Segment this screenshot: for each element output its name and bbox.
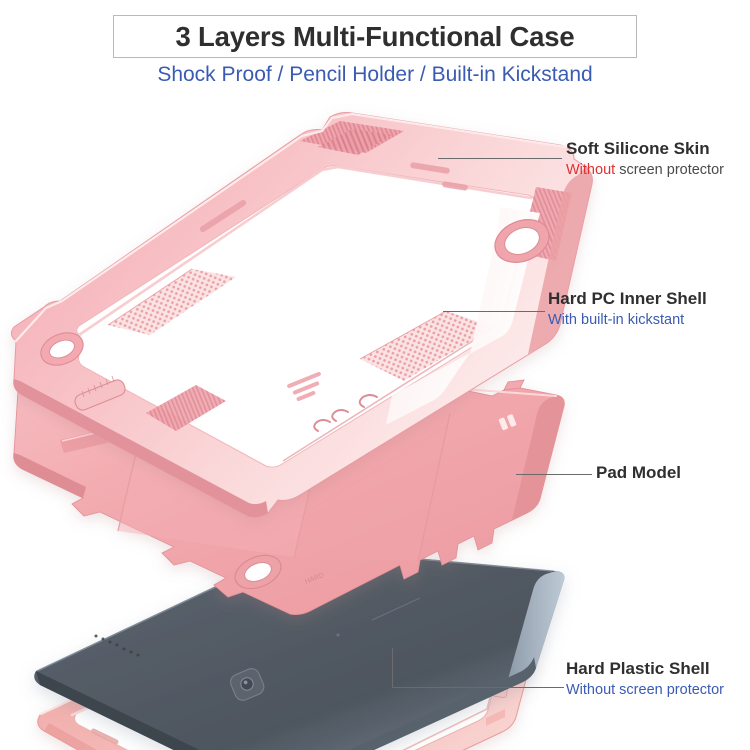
corner-cutout [40,332,84,366]
title-box: 3 Layers Multi-Functional Case [113,15,637,58]
camera-cutout [494,219,550,263]
port-cutouts [74,375,126,411]
callout-title-hard-pc-inner-shell: Hard PC Inner Shell [548,289,707,308]
rib-detail [287,372,321,401]
pencil-hole [234,554,282,590]
callout-subtitle-hard-pc-inner-shell: With built-in kickstant [548,312,685,329]
callout-pad-model: Pad Model [596,462,681,483]
leader-line-plastic-horizontal [392,687,564,689]
callout-subtitle-highlight: Without [566,162,616,179]
callout-title-soft-silicone-skin: Soft Silicone Skin [566,139,710,158]
layer-soft-silicone-skin [10,112,593,518]
callout-hard-plastic-shell: Hard Plastic Shell Without screen protec… [566,658,724,700]
leader-line-pc-shell [443,311,545,313]
grip-texture-upper-left [107,268,236,335]
callout-hard-pc-inner-shell: Hard PC Inner Shell With built-in kickst… [548,288,707,330]
leader-line-plastic-vertical [392,648,394,688]
page-subtitle: Shock Proof / Pencil Holder / Built-in K… [157,63,593,86]
callout-title-pad-model: Pad Model [596,463,682,482]
tablet-camera [230,668,265,701]
leader-line-silicone [438,158,562,160]
grip-texture-lower-center [359,310,494,381]
leader-line-pad [516,474,592,476]
callout-title-hard-plastic-shell: Hard Plastic Shell [566,659,710,678]
callout-subtitle-hard-plastic-shell: Without screen protector [566,682,724,699]
page-title: 3 Layers Multi-Functional Case [175,20,575,52]
layer-pad-model [34,547,565,750]
callout-subtitle-rest: screen protector [615,162,724,179]
callout-subtitle-soft-silicone-skin: Without screen protector [566,161,724,180]
grip-texture-bottom-left [146,385,226,431]
exploded-view-illustration: HARD [0,95,750,750]
callout-soft-silicone-skin: Soft Silicone Skin Without screen protec… [566,138,724,180]
grip-texture-top-center [300,121,404,155]
vent-marks [313,394,378,432]
